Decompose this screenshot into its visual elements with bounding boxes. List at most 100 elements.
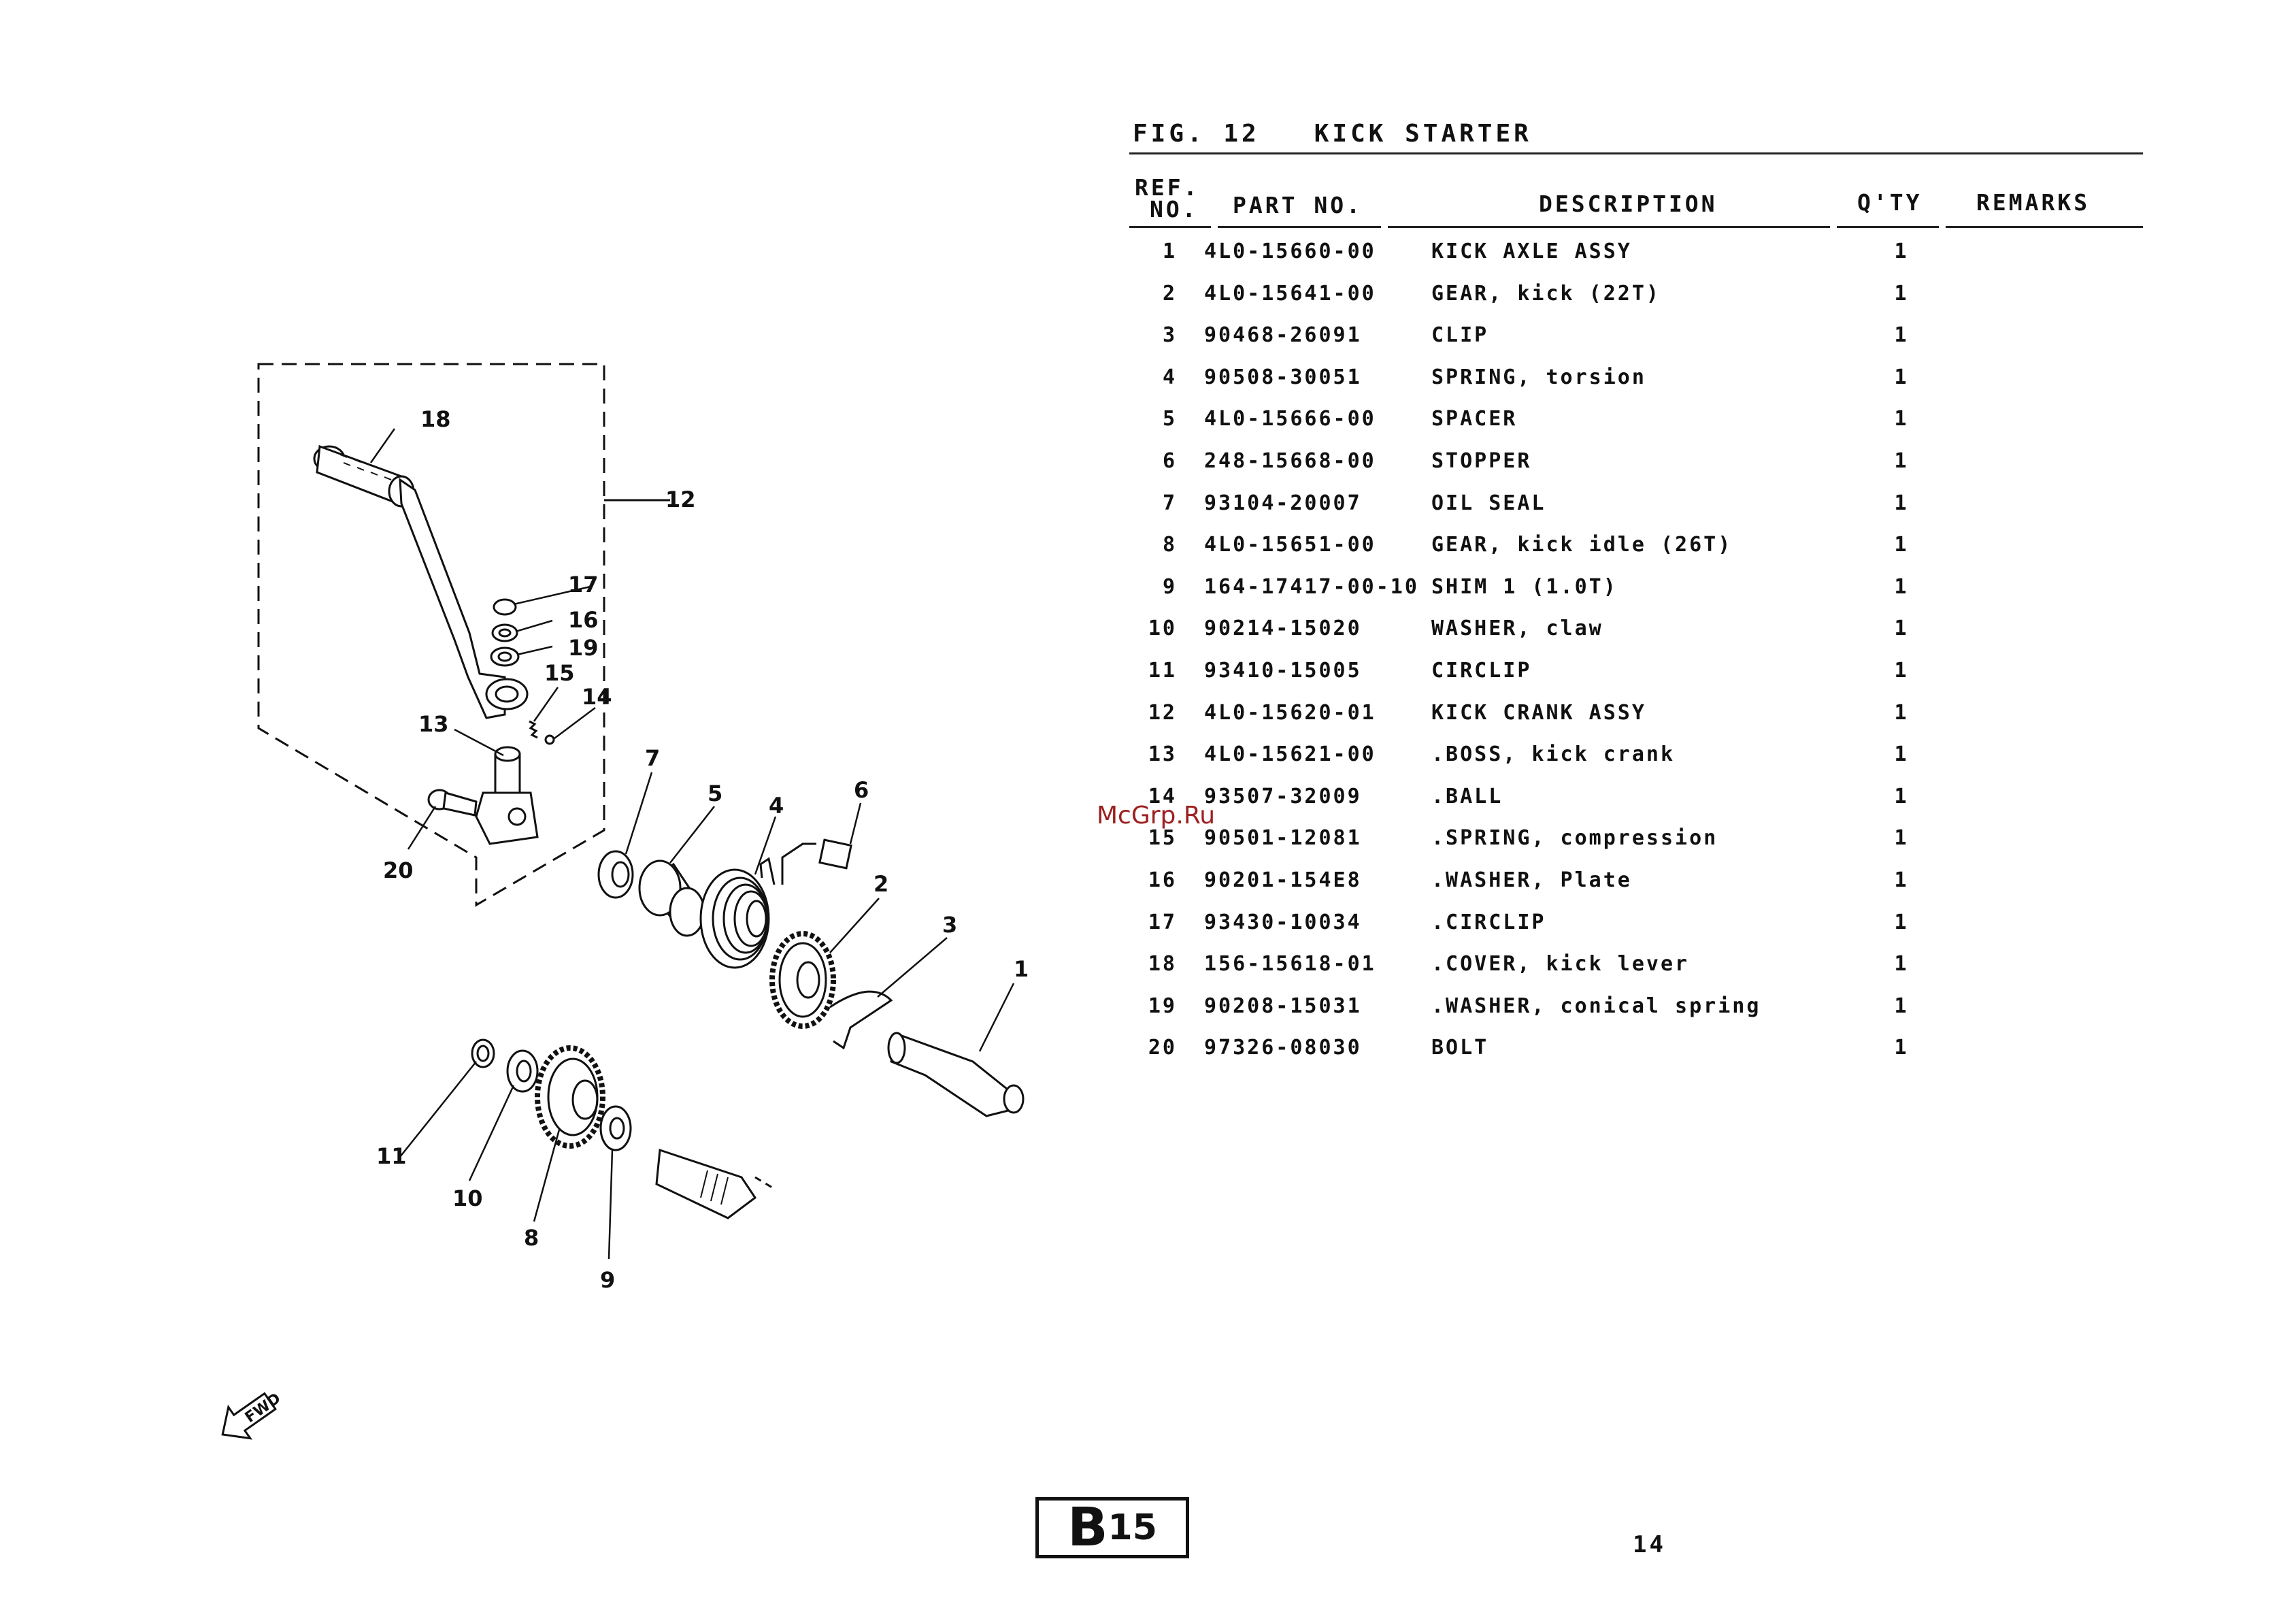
header-rule-qty (1837, 226, 1939, 228)
qty-cell: 1 (1894, 868, 1909, 892)
callout-4: 4 (769, 793, 784, 819)
part-number-cell: 4L0-15660-00 (1204, 240, 1376, 263)
ref-cell: 2 (1162, 281, 1177, 306)
qty-cell: 1 (1894, 365, 1909, 389)
ref-cell: 19 (1148, 994, 1177, 1018)
ref-cell: 4 (1162, 365, 1177, 389)
ref-cell: 1 (1162, 240, 1177, 263)
description-cell: GEAR, kick idle (26T) (1431, 533, 1733, 557)
callout-17: 17 (568, 572, 599, 597)
description-cell: GEAR, kick (22T) (1431, 281, 1661, 306)
description-cell: SPACER (1431, 407, 1518, 431)
description-cell: .COVER, kick lever (1431, 952, 1690, 977)
callout-9: 9 (600, 1267, 615, 1293)
section-letter: B (1067, 1497, 1108, 1558)
description-cell: OIL SEAL (1431, 491, 1546, 515)
ref-cell: 8 (1162, 533, 1177, 557)
qty-cell: 1 (1894, 533, 1909, 557)
exploded-diagram: 18 12 17 16 19 15 14 13 20 7 5 4 6 2 3 1… (221, 363, 1029, 1440)
qty-cell: 1 (1894, 784, 1909, 808)
callout-13: 13 (418, 711, 449, 737)
qty-cell: 1 (1894, 1036, 1909, 1060)
callout-7: 7 (645, 745, 660, 771)
header-rule-part (1218, 226, 1381, 228)
callout-16: 16 (568, 607, 599, 633)
ref-cell: 5 (1162, 407, 1177, 431)
section-badge: B 15 (1035, 1497, 1189, 1558)
qty-cell: 1 (1894, 658, 1909, 683)
part-number-cell: 90468-26091 (1204, 323, 1362, 348)
callout-8: 8 (524, 1225, 539, 1251)
qty-cell: 1 (1894, 491, 1909, 515)
qty-cell: 1 (1894, 281, 1909, 306)
part-number-cell: 4L0-15651-00 (1204, 533, 1376, 557)
qty-cell: 1 (1894, 952, 1909, 977)
description-cell: .CIRCLIP (1431, 910, 1546, 934)
ref-cell: 11 (1148, 658, 1177, 683)
qty-cell: 1 (1894, 323, 1909, 348)
qty-cell: 1 (1894, 617, 1909, 641)
ref-cell: 14 (1148, 784, 1177, 808)
ref-cell: 18 (1148, 952, 1177, 977)
callout-11: 11 (376, 1143, 407, 1169)
header-qty: Q'TY (1857, 189, 1923, 216)
callout-10: 10 (452, 1185, 483, 1211)
kick-axle (887, 1032, 1025, 1117)
description-cell: .SPRING, compression (1431, 826, 1718, 851)
ref-cell: 17 (1148, 910, 1177, 934)
part-number-cell: 93430-10034 (1204, 910, 1362, 934)
description-cell: STOPPER (1431, 448, 1532, 473)
qty-cell: 1 (1894, 826, 1909, 851)
fwd-arrow-icon: FWD (221, 1390, 284, 1440)
description-cell: SHIM 1 (1.0T) (1431, 574, 1618, 599)
header-remarks: REMARKS (1976, 189, 2091, 216)
ref-cell: 7 (1162, 491, 1177, 515)
qty-cell: 1 (1894, 448, 1909, 473)
callout-15: 15 (544, 660, 575, 686)
description-cell: .WASHER, Plate (1431, 868, 1632, 892)
section-number: 15 (1108, 1507, 1157, 1548)
callout-12: 12 (665, 487, 696, 512)
ref-cell: 20 (1148, 1036, 1177, 1060)
qty-cell: 1 (1894, 240, 1909, 263)
ref-cell: 3 (1162, 323, 1177, 348)
qty-cell: 1 (1894, 700, 1909, 725)
part-number-cell: 90201-154E8 (1204, 868, 1362, 892)
qty-cell: 1 (1894, 407, 1909, 431)
part-number-cell: 93410-15005 (1204, 658, 1362, 683)
header-rule-desc (1388, 226, 1830, 228)
callout-2: 2 (874, 871, 888, 897)
torsion-spring (699, 857, 776, 969)
watermark: McGrp.Ru (1097, 802, 1216, 830)
ref-cell: 13 (1148, 742, 1177, 767)
description-cell: .WASHER, conical spring (1431, 994, 1761, 1018)
part-number-cell: 4L0-15620-01 (1204, 700, 1376, 725)
header-rule-remarks (1946, 226, 2143, 228)
description-cell: .BALL (1431, 784, 1503, 808)
idle-gear (535, 1045, 605, 1149)
description-cell: BOLT (1431, 1036, 1489, 1060)
description-cell: KICK CRANK ASSY (1431, 700, 1646, 725)
callout-6: 6 (854, 777, 869, 803)
part-number-cell: 248-15668-00 (1204, 448, 1376, 473)
qty-cell: 1 (1894, 994, 1909, 1018)
description-cell: WASHER, claw (1431, 617, 1603, 641)
header-rule-ref (1129, 226, 1211, 228)
table-row: 8 4L0-15651-00 GEAR, kick idle (26T) 1 (1129, 525, 2150, 567)
part-number-cell: 4L0-15621-00 (1204, 742, 1376, 767)
ref-cell: 15 (1148, 826, 1177, 851)
page-number: 14 (1633, 1531, 1666, 1558)
